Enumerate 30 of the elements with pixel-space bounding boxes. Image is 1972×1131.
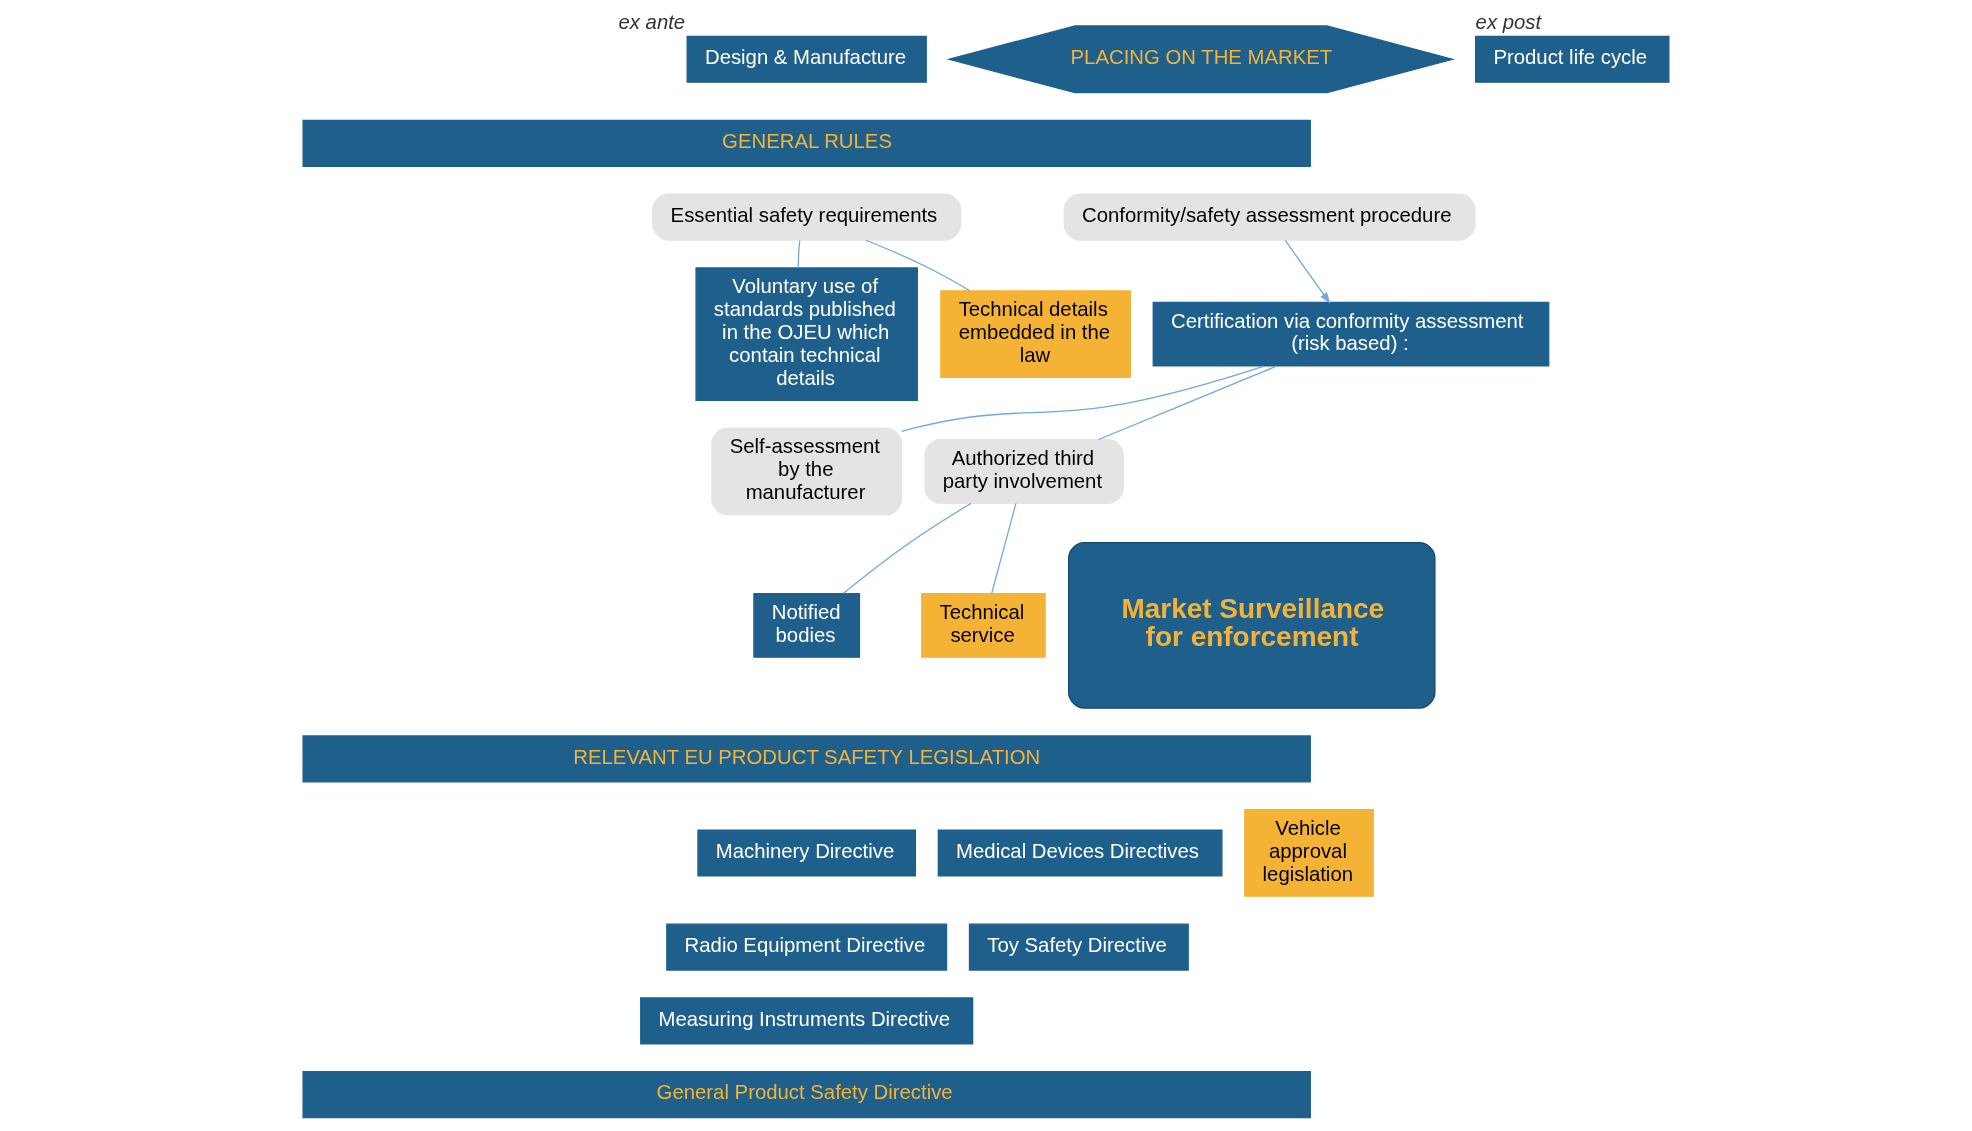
node-box: Voluntary use of standards published in the OJEU which contain technical details (695, 267, 918, 401)
node-box: Product life cycle (1474, 35, 1670, 83)
node-label: ex ante (618, 10, 686, 33)
node-box: Technical service (921, 592, 1046, 658)
node-box: Authorized third party involvement (924, 439, 1124, 504)
node-box: Machinery Directive (697, 829, 917, 877)
node-box: RELEVANT EU PRODUCT SAFETY LEGISLATION (302, 735, 1311, 783)
connector (1097, 365, 1278, 441)
node-box: Self-assessment by the manufacturer (711, 427, 903, 516)
node-box: General Product Safety Directive (302, 1071, 1311, 1119)
connector (865, 239, 971, 292)
node-box: Medical Devices Directives (937, 829, 1223, 877)
node-box: GENERAL RULES (302, 119, 1311, 167)
node-label: ex post (1475, 10, 1542, 33)
node-box: Toy Safety Directive (968, 923, 1189, 971)
connector (842, 502, 972, 594)
arrow (1284, 239, 1331, 304)
node-box: Design & Manufacture (686, 35, 927, 83)
node-box: Radio Equipment Directive (666, 923, 948, 971)
node-box: Measuring Instruments Directive (640, 997, 974, 1045)
connector (991, 502, 1017, 595)
node-box: Vehicle approval legislation (1244, 809, 1374, 897)
node-box: Conformity/safety assessment procedure (1063, 193, 1476, 241)
connector (797, 239, 801, 269)
node-box: Market Surveillance for enforcement (1068, 542, 1436, 709)
node-box: Essential safety requirements (652, 193, 962, 241)
connector (901, 365, 1265, 433)
node-box: Certification via conformity assessment (risk based) : (1152, 301, 1550, 367)
node-box: Technical details embedded in the law (940, 290, 1131, 378)
node-box: Notified bodies (753, 592, 861, 658)
